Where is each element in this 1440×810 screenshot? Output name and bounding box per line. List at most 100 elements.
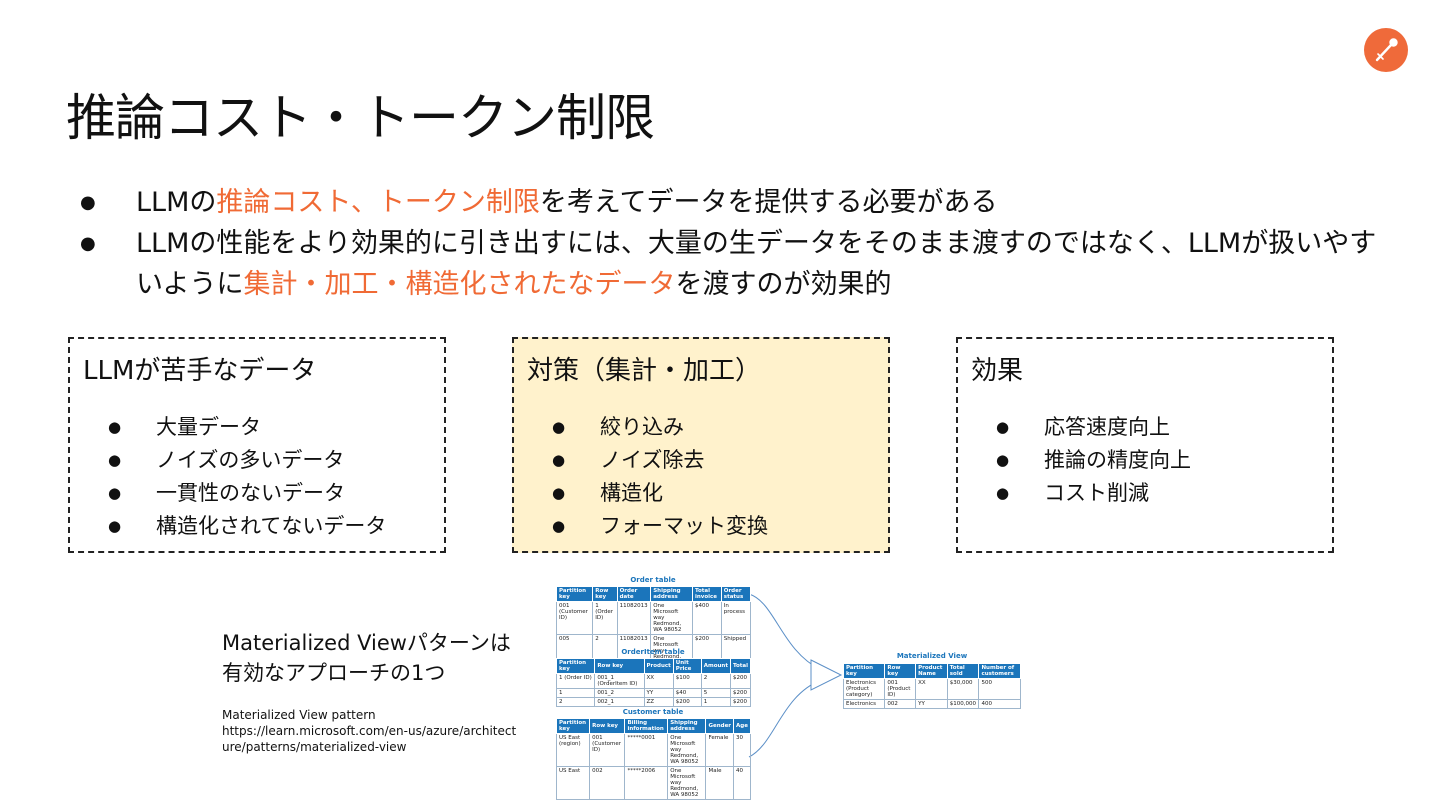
table-cell: 5 [700,688,731,698]
list-item: フォーマット変換 [552,510,768,543]
box-heading: 対策（集計・加工） [527,356,762,386]
list-item: 構造化 [552,477,768,510]
table-row: US East (region) 001 (Customer ID) *****… [555,733,751,767]
table-cell: 001_2 [594,688,645,698]
postman-logo-icon [1364,28,1408,72]
materialized-view-title: Materialized View [896,652,968,660]
table-header: Shipping address [667,718,707,734]
table-header: Number of customers [978,663,1021,679]
table-cell: ZZ [643,697,674,707]
list-item: ノイズの多いデータ [108,444,386,477]
orderitem-table: Partition key Row key Product Unit Price… [555,658,752,707]
box-list: 大量データ ノイズの多いデータ 一貫性のないデータ 構造化されてないデータ [108,411,386,543]
table-row: 1 001_2 YY $40 5 $200 [555,688,752,698]
customer-table-title: Customer table [622,708,684,716]
weak-data-box: LLMが苦手なデータ 大量データ ノイズの多いデータ 一貫性のないデータ 構造化… [68,337,446,553]
list-item: ノイズ除去 [552,444,768,477]
table-cell: In process [720,601,752,635]
table-row: 1 (Order ID) 001_1 (OrderItem ID) XX $10… [555,673,752,689]
table-cell: 1 (Order ID) [555,673,596,689]
reference-name: Materialized View pattern [222,708,376,722]
table-cell: 2 [555,697,596,707]
list-item: コスト削減 [996,477,1191,510]
table-cell: 400 [978,699,1021,709]
table-cell: YY [915,699,948,709]
table-row: Electronics (Product category) 001 (Prod… [842,678,1021,700]
table-header: Product Name [915,663,948,679]
list-item: 推論の精度向上 [996,444,1191,477]
list-item: 構造化されてないデータ [108,510,386,543]
table-header: Order status [720,586,752,602]
table-row: Electronics 002 YY $100,000 400 [842,699,1021,709]
table-cell: US East [555,766,591,800]
table-header: Amount [700,658,731,674]
table-cell: 1 [700,697,731,707]
table-cell: XX [643,673,674,689]
reference: Materialized View pattern https://learn.… [222,707,522,755]
table-cell: One Microsoft way Redmond, WA 98052 [667,733,707,767]
table-cell: One Microsoft way Redmond, WA 98052 [650,601,693,635]
materialized-view-table: Partition key Row key Product Name Total… [842,663,1021,709]
reference-link[interactable]: https://learn.microsoft.com/en-us/azure/… [222,724,517,754]
table-cell: $400 [691,601,722,635]
table-cell: $200 [729,673,752,689]
countermeasure-box: 対策（集計・加工） 絞り込み ノイズ除去 構造化 フォーマット変換 [512,337,890,553]
table-cell: Electronics (Product category) [842,678,886,700]
caption-line: Materialized Viewパターンは [222,631,511,655]
table-cell: $40 [672,688,702,698]
table-cell: 500 [978,678,1021,700]
list-item: 一貫性のないデータ [108,477,386,510]
list-item: 大量データ [108,411,386,444]
table-cell: 001 (Product ID) [884,678,917,700]
table-cell: Male [705,766,735,800]
table-cell: 002 [589,766,626,800]
table-cell: One Microsoft way Redmond, WA 98052 [667,766,707,800]
table-row: 2 002_1 ZZ $200 1 $200 [555,697,752,707]
table-cell: 30 [733,733,751,767]
table-cell: 001 (Customer ID) [555,601,594,635]
table-cell: 002 [884,699,917,709]
table-cell: 001_1 (OrderItem ID) [594,673,645,689]
table-cell: 11082013 [616,601,652,635]
table-header: Row key [884,663,917,679]
box-heading: 効果 [971,356,1024,386]
table-cell: *****0001 [624,733,669,767]
table-row: 001 (Customer ID) 1 (Order ID) 11082013 … [555,601,752,635]
table-cell: Electronics [842,699,886,709]
intro-bullets: LLMの推論コスト、トークン制限を考えてデータを提供する必要がある LLMの性能… [80,182,1380,305]
table-header: Partition key [555,658,596,674]
table-cell: $100,000 [946,699,980,709]
table-cell: 1 [555,688,596,698]
bullet-item: LLMの性能をより効果的に引き出すには、大量の生データをそのまま渡すのではなく、… [80,223,1380,305]
customer-table: Partition key Row key Billing informatio… [555,718,751,800]
table-header: Row key [592,586,618,602]
table-header: Gender [705,718,735,734]
box-list: 絞り込み ノイズ除去 構造化 フォーマット変換 [552,411,768,543]
slide-title: 推論コスト・トークン制限 [66,89,655,147]
order-table-title: Order table [630,576,676,584]
table-header: Partition key [555,718,591,734]
table-header: Partition key [555,586,594,602]
table-header: Order date [616,586,652,602]
table-cell: 1 (Order ID) [592,601,618,635]
diagram-caption: Materialized Viewパターンは 有効なアプローチの1つ [222,628,511,688]
table-cell: $200 [729,688,752,698]
caption-line: 有効なアプローチの1つ [222,661,446,685]
box-heading: LLMが苦手なデータ [83,356,317,386]
table-header: Row key [589,718,626,734]
table-cell: 002_1 [594,697,645,707]
table-cell: $30,000 [946,678,980,700]
table-header: Unit Price [672,658,702,674]
effect-box: 効果 応答速度向上 推論の精度向上 コスト削減 [956,337,1334,553]
table-cell: $100 [672,673,702,689]
table-header: Shipping address [650,586,693,602]
table-cell: 001 (Customer ID) [589,733,626,767]
table-cell: XX [915,678,948,700]
table-cell: 2 [700,673,731,689]
table-header: Total sold [946,663,980,679]
orderitem-table-title: OrderItem table [621,648,685,656]
table-header: Row key [594,658,645,674]
box-list: 応答速度向上 推論の精度向上 コスト削減 [996,411,1191,510]
table-header: Age [733,718,751,734]
list-item: 応答速度向上 [996,411,1191,444]
